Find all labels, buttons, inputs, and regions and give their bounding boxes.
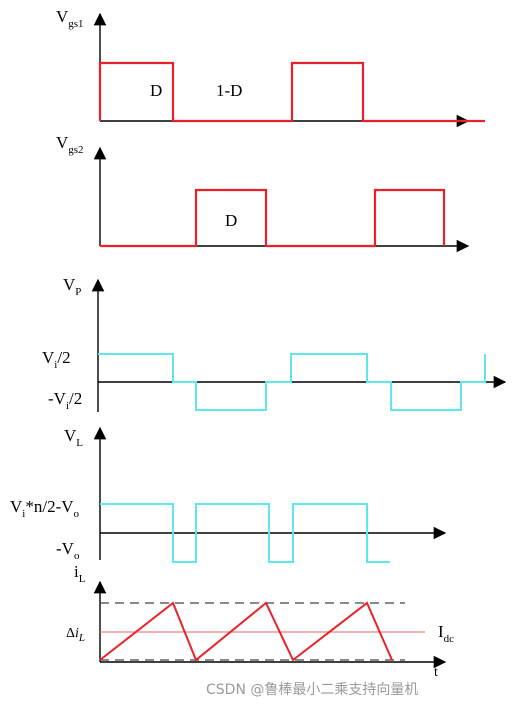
il-axis-label: iL [74, 562, 86, 585]
vp-axis-label: VP [63, 275, 81, 298]
vl-waveform [100, 503, 390, 563]
vgs1-duty-label: D [150, 81, 162, 100]
watermark: CSDN @鲁棒最小二乘支持向量机 [206, 682, 418, 698]
panel-il: iL ΔiL Idc t [66, 562, 454, 680]
vl-positive-level-label: Vi*n/2-Vo [10, 497, 80, 520]
il-time-label: t [434, 665, 438, 680]
vl-negative-level-label: -Vo [56, 539, 80, 562]
vp-waveform [98, 353, 486, 411]
vp-positive-level-label: Vi/2 [42, 348, 71, 371]
panel-vgs2: Vgs2 D [56, 133, 470, 253]
vgs1-off-label: 1-D [216, 81, 242, 100]
il-average-label: Idc [438, 622, 454, 645]
vgs2-waveform [100, 188, 446, 248]
vgs2-duty-label: D [225, 211, 237, 230]
vp-negative-level-label: -Vi/2 [48, 389, 82, 412]
vgs1-waveform [98, 61, 485, 123]
panel-vgs1: Vgs1 D 1-D [56, 7, 485, 128]
panel-vp: VP Vi/2 -Vi/2 [42, 275, 507, 412]
panel-vl: VL Vi*n/2-Vo -Vo [10, 426, 447, 563]
il-ripple-label: ΔiL [66, 626, 85, 644]
vgs1-axis-label: Vgs1 [56, 7, 84, 30]
vl-axis-label: VL [64, 426, 83, 449]
vgs2-axis-label: Vgs2 [56, 133, 84, 156]
il-waveform [99, 601, 393, 662]
